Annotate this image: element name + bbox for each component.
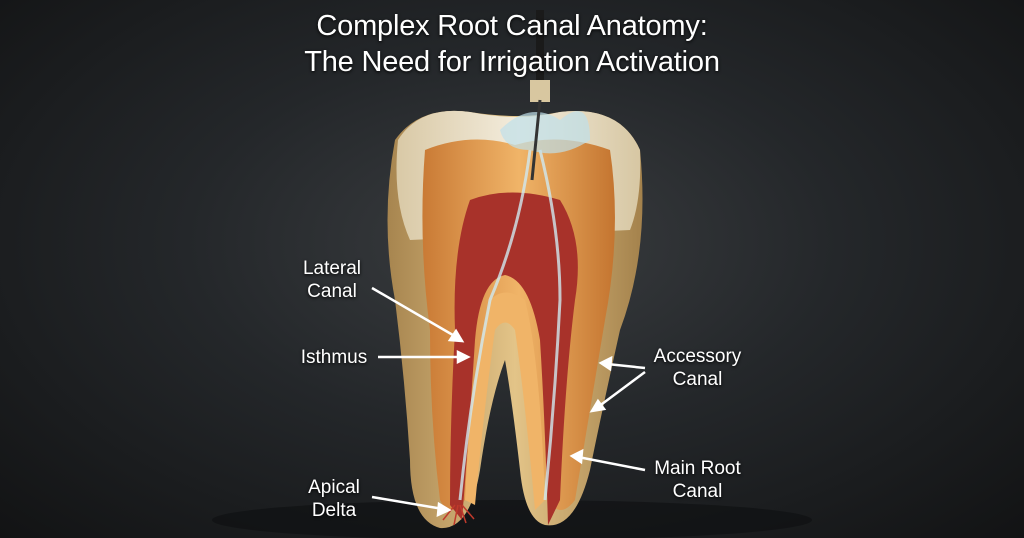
arrows	[371, 286, 646, 518]
arrow-head-lateral	[447, 328, 465, 343]
label-text: Canal	[672, 369, 723, 390]
label-main-root-canal: Main Root Canal	[645, 457, 750, 503]
label-text: Accessory	[653, 346, 742, 367]
irrigant-stream	[458, 149, 562, 501]
pulp-chamber	[450, 192, 578, 525]
apical-delta-branches	[442, 504, 475, 526]
label-text: Delta	[311, 500, 357, 521]
title-line-2: The Need for Irrigation Activation	[304, 46, 720, 78]
title-line-1: Complex Root Canal Anatomy:	[316, 10, 708, 42]
label-text: Main Root	[654, 458, 741, 479]
endodontic-file	[530, 99, 542, 181]
label-apical-delta: Apical Delta	[298, 476, 370, 522]
shadow	[212, 500, 812, 538]
irrigant-splash	[500, 111, 590, 154]
arrow-head-accessory-1	[598, 355, 613, 372]
file-handle	[536, 10, 544, 90]
label-text: Lateral	[302, 258, 362, 279]
file-connector	[530, 80, 550, 102]
label-lateral-canal: Lateral Canal	[292, 257, 372, 303]
page-title: Complex Root Canal Anatomy: The Need for…	[0, 8, 1024, 80]
arrow-head-accessory-2	[589, 398, 607, 413]
arrow-head-apical	[436, 501, 452, 518]
arrow-accessory-1	[606, 362, 646, 370]
inner-dentin	[465, 292, 545, 510]
label-text: Canal	[307, 281, 357, 302]
arrow-head-isthmus	[456, 349, 471, 365]
label-accessory-canal: Accessory Canal	[645, 345, 750, 391]
label-text: Canal	[672, 481, 723, 502]
arrow-main-root	[577, 455, 646, 472]
arrow-lateral-canal	[371, 286, 459, 340]
arrow-head-main-root	[569, 448, 584, 465]
arrow-apical-delta	[371, 495, 444, 511]
label-text: Apical	[308, 477, 360, 498]
label-isthmus: Isthmus	[300, 347, 368, 368]
arrow-accessory-2	[597, 370, 646, 409]
